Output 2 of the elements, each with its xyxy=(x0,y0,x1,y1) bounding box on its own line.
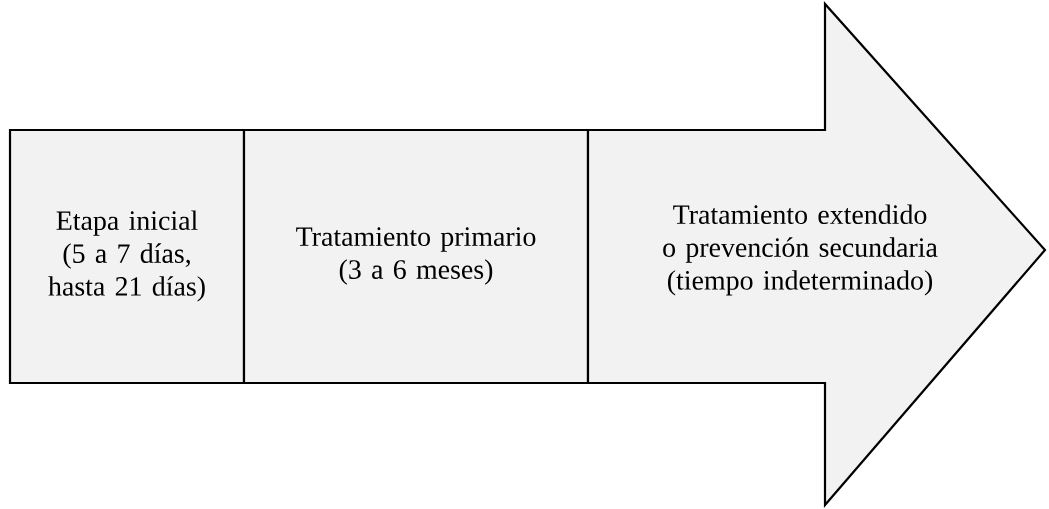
stage-segment: Tratamiento primario (3 a 6 meses) xyxy=(242,128,590,385)
stage-segment: Etapa inicial (5 a 7 días, hasta 21 días) xyxy=(8,128,246,385)
